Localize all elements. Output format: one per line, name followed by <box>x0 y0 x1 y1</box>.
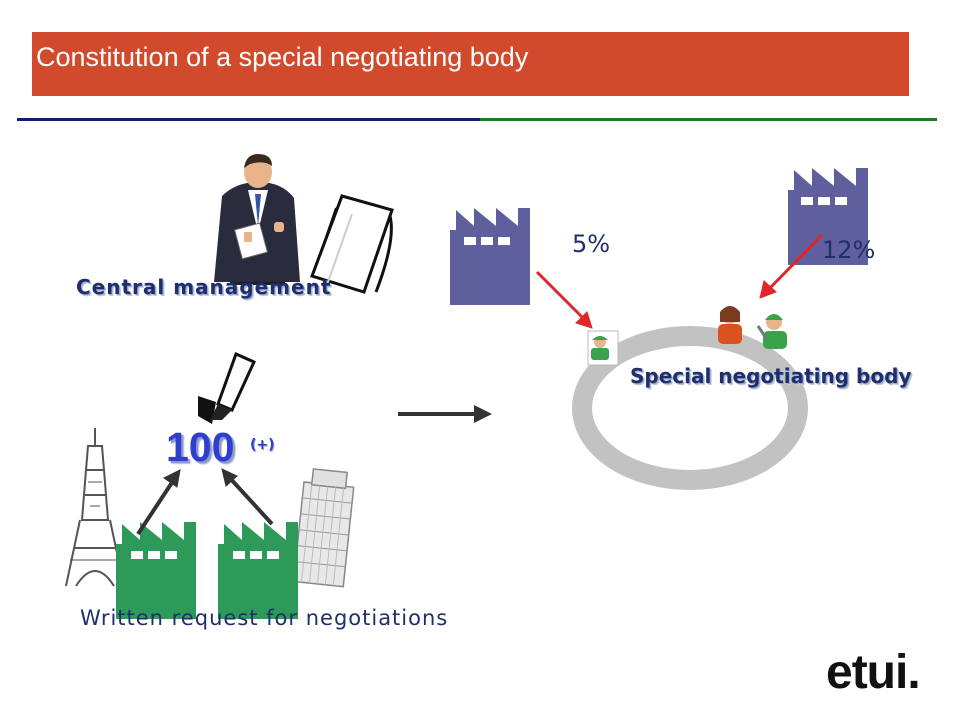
divider-right <box>480 118 937 121</box>
title-bar: Constitution of a special negotiating bo… <box>32 32 909 96</box>
businessman-icon <box>214 154 300 285</box>
eiffel-tower-icon <box>65 428 125 587</box>
etui-logo: etui. <box>826 646 921 699</box>
ring <box>572 326 808 490</box>
worker-icon <box>718 306 742 344</box>
count-suffix: (+) <box>250 437 275 453</box>
main-arrow <box>398 405 492 423</box>
worker-icon <box>756 314 787 349</box>
page-title: Constitution of a special negotiating bo… <box>36 42 529 72</box>
special-negotiating-body-label: Special negotiating body <box>630 364 912 388</box>
written-request-label: Written request for negotiations <box>80 606 449 630</box>
factory-icon <box>450 208 530 305</box>
divider-left <box>17 118 480 121</box>
pisa-tower-icon <box>292 468 355 588</box>
share-label-a: 5% <box>572 230 611 258</box>
count-label: 100 <box>166 424 235 470</box>
central-management-label: Central management <box>76 275 332 299</box>
share-label-b: 12% <box>822 236 876 264</box>
document-icon <box>310 194 394 294</box>
request-arrow <box>136 468 274 536</box>
worker-icon <box>587 330 619 366</box>
fountain-pen-icon <box>198 351 256 424</box>
share-arrow <box>535 233 824 329</box>
